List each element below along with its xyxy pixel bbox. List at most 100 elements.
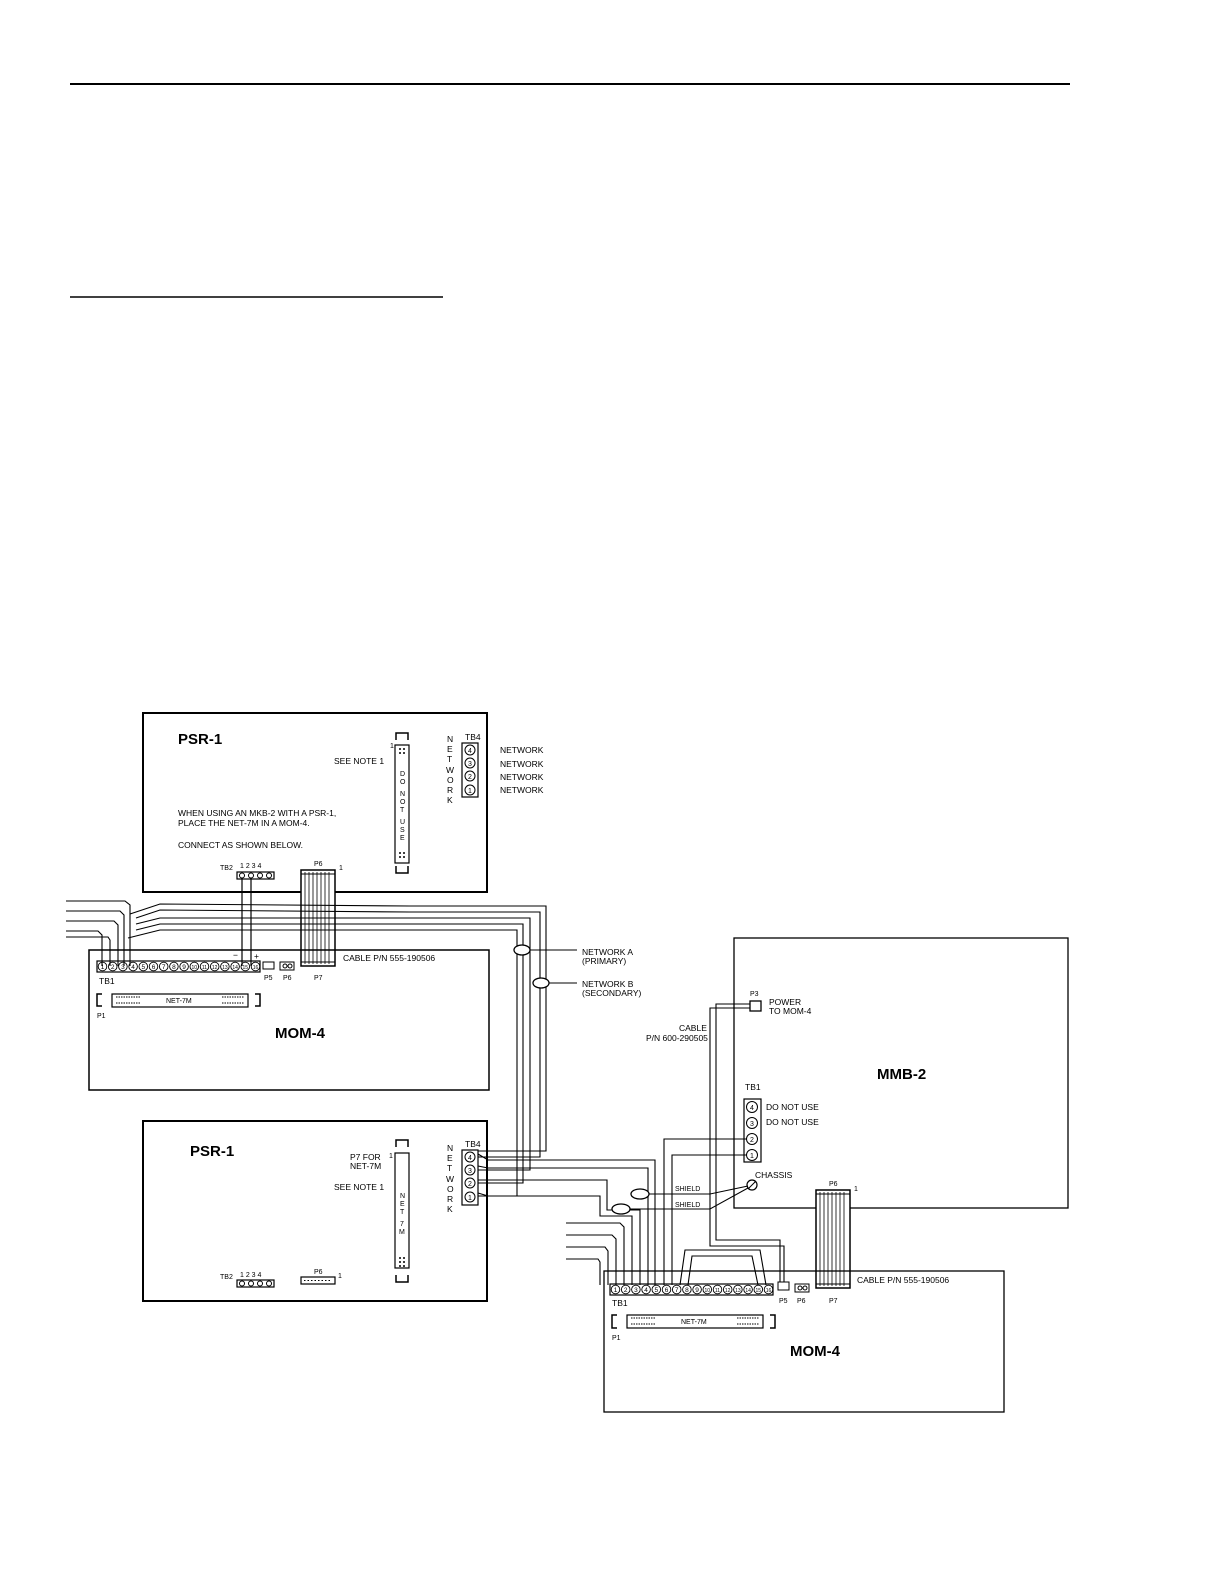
power-cable-mmb xyxy=(709,1003,785,1282)
svg-text:R: R xyxy=(447,1194,453,1204)
tb1-terminal-number: 16 xyxy=(766,1288,772,1294)
plus-sign: + xyxy=(254,951,259,961)
svg-text:T: T xyxy=(400,1209,405,1216)
tb1-terminal-number: 3 xyxy=(634,1287,638,1294)
svg-text:1 2 3 4: 1 2 3 4 xyxy=(240,863,262,870)
psr-top-slot-connector: 1 D O N O T U S E xyxy=(390,732,410,874)
mmb-tb1-label: TB1 xyxy=(745,1082,761,1092)
psr-bottom-tb2: TB2 1 2 3 4 xyxy=(220,1272,275,1288)
tb1-terminal-number: 11 xyxy=(715,1288,720,1294)
tb1-terminal-number: 10 xyxy=(705,1288,711,1294)
tb1-terminal-number: 13 xyxy=(735,1288,741,1294)
slot-letter: T xyxy=(400,807,405,814)
svg-text:TB2: TB2 xyxy=(220,1274,233,1281)
tb1-terminal xyxy=(702,1284,713,1295)
tb1-terminal xyxy=(651,1284,662,1295)
psr-bottom-network-label: N E T W O R K xyxy=(446,1143,454,1214)
tb1-terminal xyxy=(620,1284,631,1295)
svg-text:4: 4 xyxy=(750,1105,754,1112)
tb1-terminal xyxy=(230,961,240,972)
svg-text:O: O xyxy=(447,775,454,785)
ribbon-cable-bottom xyxy=(815,1189,851,1289)
psr-bottom-see-note: SEE NOTE 1 xyxy=(334,1182,384,1192)
svg-text:O: O xyxy=(447,1184,454,1194)
tb1-terminal-number: 5 xyxy=(141,964,145,971)
shield-label-1: SHIELD xyxy=(675,1186,700,1193)
tb1-terminal-number: 16 xyxy=(253,965,259,971)
mom-bottom-p5-label: P5 xyxy=(779,1298,788,1305)
tb1-terminal xyxy=(169,961,179,972)
slot-letter: N xyxy=(400,791,405,798)
mmb-cable-pn: P/N 600-290505 xyxy=(646,1033,708,1043)
svg-text:E: E xyxy=(400,1201,405,1208)
tb1-terminal-number: 6 xyxy=(152,964,156,971)
psr-bottom-p7-sublabel: NET-7M xyxy=(350,1161,381,1171)
network-a-label: NETWORK A xyxy=(582,947,633,957)
mom-bottom-p6-connector xyxy=(794,1283,810,1293)
psr-top-p6-label: P6 xyxy=(314,861,323,868)
svg-text:E: E xyxy=(447,744,453,754)
svg-text:M: M xyxy=(399,1229,405,1236)
mom-bottom-title: MOM-4 xyxy=(790,1343,841,1360)
mmb-power-label: POWER xyxy=(769,997,801,1007)
tb1-terminal-number: 12 xyxy=(725,1288,731,1294)
mmb-p3-label: P3 xyxy=(750,991,759,998)
tb1-terminal xyxy=(712,1284,723,1295)
network-a-cable-marker xyxy=(513,944,531,956)
tb1-terminal-number: 9 xyxy=(182,964,186,971)
tb1-terminal xyxy=(189,961,200,972)
tb1-terminal-number: 11 xyxy=(202,965,207,971)
tb1-terminal xyxy=(107,961,118,972)
psr-bottom-slot-pin: 1 xyxy=(389,1153,393,1160)
svg-text:N: N xyxy=(400,1193,405,1200)
mmb-p6-label: P6 xyxy=(829,1181,838,1188)
slot-letter: E xyxy=(400,835,405,842)
power-wires-top xyxy=(241,878,252,966)
mmb-dnu-2: DO NOT USE xyxy=(766,1117,819,1127)
tb1-terminal-number: 1 xyxy=(614,1287,618,1294)
svg-text:TB4: TB4 xyxy=(465,1139,481,1149)
psr-top-board: PSR-1 SEE NOTE 1 WHEN USING AN MKB-2 WIT… xyxy=(142,712,544,893)
tb1-terminal-number: 10 xyxy=(192,965,198,971)
tb1-terminal xyxy=(158,961,169,972)
psr-bottom-network-wires xyxy=(477,1153,656,1285)
tb1-terminal xyxy=(240,961,251,972)
tb1-terminal xyxy=(199,961,210,972)
svg-text:2: 2 xyxy=(468,774,472,781)
psr-bottom-p7-label: P7 FOR xyxy=(350,1152,381,1162)
tb1-terminal-number: 7 xyxy=(675,1287,679,1294)
tb1-terminal xyxy=(118,961,128,972)
slot-letter: U xyxy=(400,819,405,826)
mmb-p3-connector xyxy=(749,1000,762,1012)
tb1-terminal-number: 7 xyxy=(162,964,166,971)
mom-top-tb1-label: TB1 xyxy=(99,976,115,986)
mom-bottom-p1-label: P1 xyxy=(612,1335,621,1342)
svg-text:W: W xyxy=(446,765,454,775)
tb1-terminal-number: 5 xyxy=(654,1287,658,1294)
psr-bottom-p6: P6 1 xyxy=(300,1269,342,1285)
psr-top-tb4: TB4 4 3 2 1 xyxy=(461,732,481,798)
shield-marker-1 xyxy=(630,1188,650,1200)
mom-bottom-tb1-label: TB1 xyxy=(612,1298,628,1308)
svg-text:4: 4 xyxy=(468,1155,472,1162)
psr-top-see-note: SEE NOTE 1 xyxy=(334,756,384,766)
psr-top-notice-2: PLACE THE NET-7M IN A MOM-4. xyxy=(178,818,310,828)
svg-text:1: 1 xyxy=(338,1273,342,1280)
svg-text:7: 7 xyxy=(400,1221,404,1228)
mom-top-net7m-card xyxy=(111,993,249,1008)
svg-text:T: T xyxy=(447,1163,452,1173)
mmb-power-sublabel: TO MOM-4 xyxy=(769,1006,812,1016)
psr-top-tb4-label: TB4 xyxy=(465,732,481,742)
psr-top-notice-3: CONNECT AS SHOWN BELOW. xyxy=(178,840,303,850)
mom-bottom-net7m-card xyxy=(626,1314,764,1329)
psr-top-notice-1: WHEN USING AN MKB-2 WITH A PSR-1, xyxy=(178,808,336,818)
mom-top-p6-connector xyxy=(279,961,295,971)
tb1-terminal-number: 6 xyxy=(665,1287,669,1294)
slot-letter: O xyxy=(400,799,406,806)
svg-text:N: N xyxy=(447,1143,453,1153)
svg-text:4: 4 xyxy=(468,748,472,755)
svg-text:K: K xyxy=(447,1204,453,1214)
mmb-cable-label: CABLE xyxy=(679,1023,707,1033)
svg-text:E: E xyxy=(447,1153,453,1163)
